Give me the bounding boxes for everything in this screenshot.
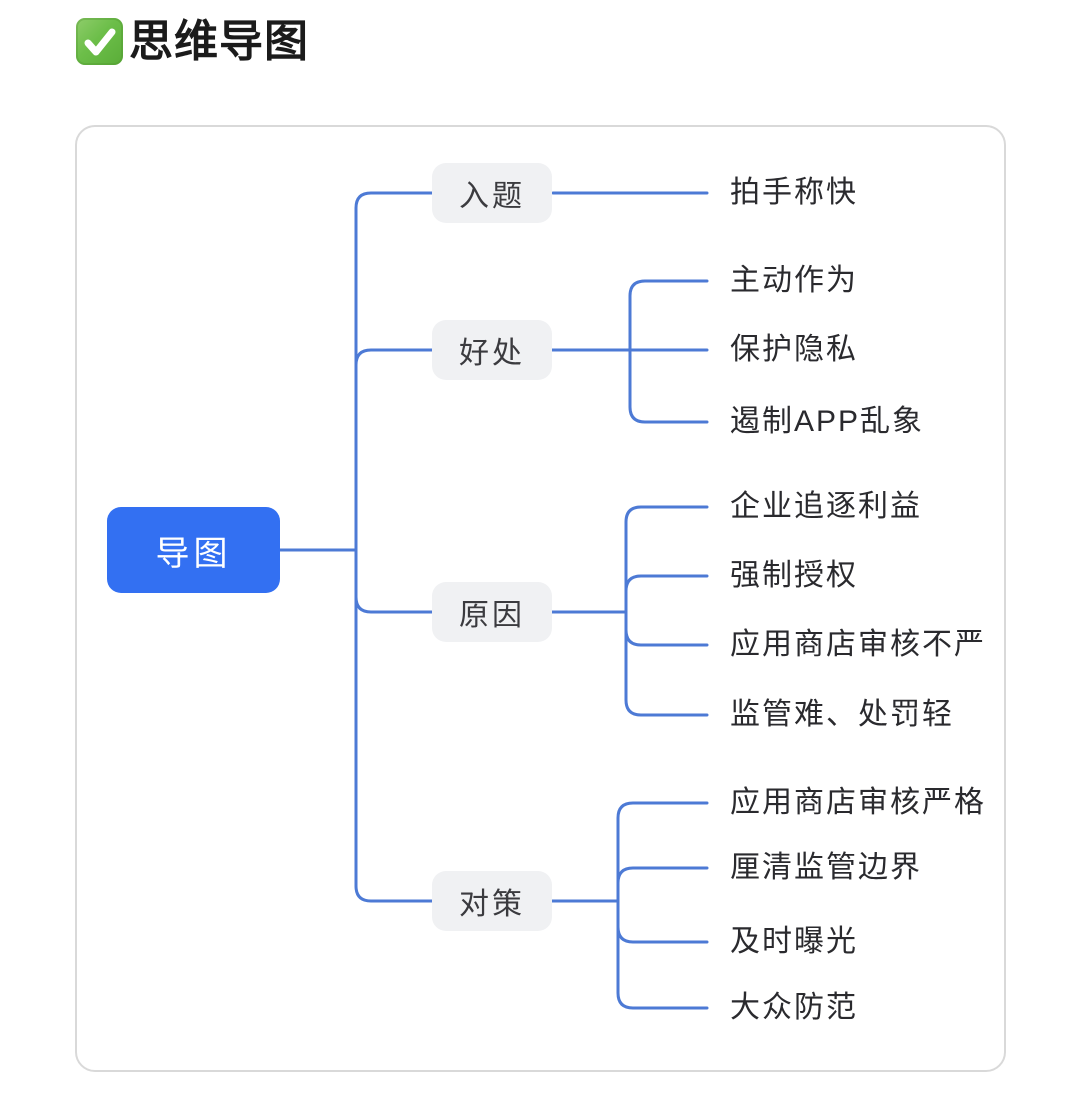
branch-node-intro[interactable]: 入题: [432, 163, 552, 223]
leaf-node[interactable]: 厘清监管边界: [730, 851, 922, 884]
leaf-node[interactable]: 大众防范: [730, 991, 858, 1024]
leaf-node[interactable]: 企业追逐利益: [730, 490, 922, 523]
root-node[interactable]: 导图: [107, 507, 280, 593]
leaf-node[interactable]: 拍手称快: [730, 176, 858, 209]
leaf-node[interactable]: 保护隐私: [730, 333, 858, 366]
page-header: 思维导图: [76, 18, 309, 65]
leaf-node[interactable]: 应用商店审核严格: [730, 786, 986, 819]
leaf-node[interactable]: 应用商店审核不严: [730, 628, 986, 661]
leaf-node[interactable]: 监管难、处罚轻: [730, 698, 954, 731]
leaf-node[interactable]: 及时曝光: [730, 925, 858, 958]
leaf-node[interactable]: 遏制APP乱象: [730, 405, 925, 438]
green-check-icon: [76, 18, 123, 65]
branch-node-measures[interactable]: 对策: [432, 871, 552, 931]
branch-node-causes[interactable]: 原因: [432, 582, 552, 642]
leaf-node[interactable]: 主动作为: [730, 264, 858, 297]
page-title: 思维导图: [129, 17, 309, 66]
branch-node-benefits[interactable]: 好处: [432, 320, 552, 380]
leaf-node[interactable]: 强制授权: [730, 559, 858, 592]
